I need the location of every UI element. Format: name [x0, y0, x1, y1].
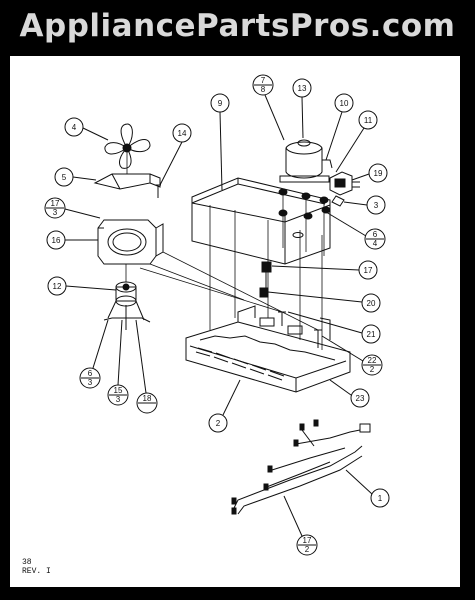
- callout-label: 19: [374, 169, 383, 178]
- callout-label: 6: [88, 369, 93, 378]
- callout-label: 12: [53, 282, 62, 291]
- callout-21: [361, 324, 381, 344]
- callout-23: [350, 388, 370, 408]
- callout-11: [358, 110, 378, 130]
- callout-label: 3: [374, 201, 379, 210]
- callout-label: 8: [261, 85, 266, 94]
- page-footer: 38 REV. I: [22, 558, 51, 576]
- callout-label: 11: [364, 116, 373, 125]
- fan-motor[interactable]: [103, 281, 151, 330]
- callout-20: [361, 293, 381, 313]
- callout-22-2: [361, 354, 383, 376]
- callout-6-4: [364, 228, 386, 250]
- callout-label: 3: [88, 378, 93, 387]
- wiring-harness[interactable]: [231, 419, 371, 515]
- relay[interactable]: [329, 171, 360, 196]
- callout-label: 2: [305, 545, 310, 554]
- callout-label: 13: [298, 84, 307, 93]
- callout-label: 23: [356, 394, 365, 403]
- callout-label: 2: [370, 365, 375, 374]
- callout-label: 5: [62, 173, 67, 182]
- callout-2: [208, 413, 228, 433]
- callout-label: 1: [378, 494, 383, 503]
- base-pan[interactable]: [185, 305, 351, 393]
- callout-label: 20: [367, 299, 376, 308]
- callout-label: 6: [373, 230, 378, 239]
- callout-label: 2: [216, 419, 221, 428]
- callout-label: 17: [364, 266, 373, 275]
- compartment-cover[interactable]: [191, 177, 331, 265]
- callout-label: 10: [340, 99, 349, 108]
- callout-label: 17: [303, 536, 312, 545]
- callout-label: 15: [114, 386, 123, 395]
- callout-label: 3: [116, 395, 121, 404]
- assembly-lines: [125, 152, 325, 350]
- capacitor-clip[interactable]: [331, 195, 345, 207]
- callout-label: 4: [373, 239, 378, 248]
- callout-label: 3: [53, 208, 58, 217]
- callout-label: 22: [368, 356, 377, 365]
- fan-bracket[interactable]: [93, 173, 161, 190]
- callout-label: 4: [72, 123, 77, 132]
- page-number: 38: [22, 558, 32, 567]
- callout-label: 9: [218, 99, 223, 108]
- callout-10: [334, 93, 354, 113]
- fan-blade[interactable]: [104, 123, 151, 169]
- callout-label: 18: [143, 394, 152, 403]
- callout-19-3: [296, 534, 318, 556]
- fan-shroud[interactable]: [97, 219, 164, 265]
- watermark: AppliancePartsPros.com: [19, 8, 456, 44]
- callout-label: 17: [51, 199, 60, 208]
- callout-18: [368, 163, 388, 183]
- callout-17-3: [136, 392, 158, 414]
- callout-1: [370, 488, 390, 508]
- callout-4: [64, 117, 84, 137]
- callout-7-8: [252, 74, 274, 96]
- callout-17-2: [44, 197, 66, 219]
- callout-label: 7: [261, 76, 266, 85]
- revision-label: REV. I: [22, 567, 51, 576]
- callout-label: 21: [367, 330, 376, 339]
- callout-label: 14: [178, 129, 187, 138]
- callout-6-3: [79, 367, 101, 389]
- compressor[interactable]: [279, 139, 333, 183]
- callout-label: 16: [52, 236, 61, 245]
- grommets[interactable]: [278, 188, 331, 220]
